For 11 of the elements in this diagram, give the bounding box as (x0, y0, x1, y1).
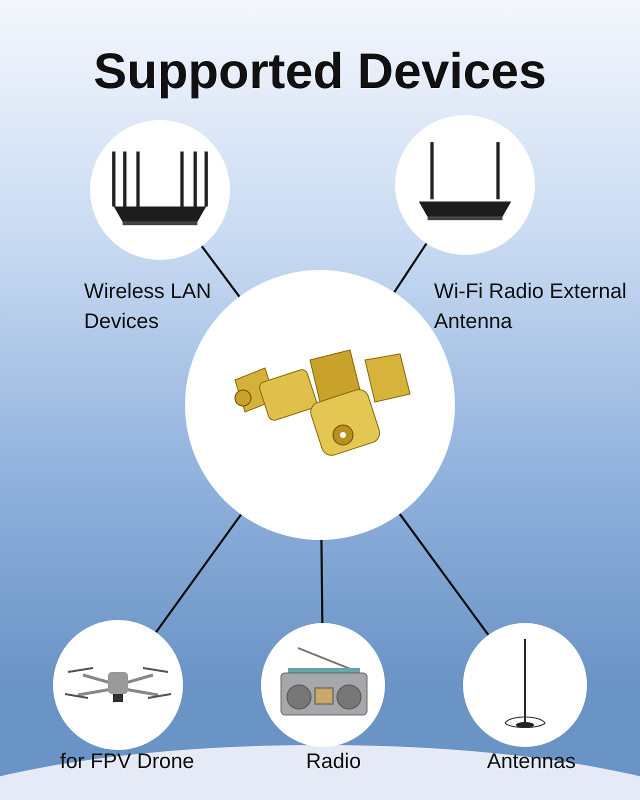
device-label: Wi-Fi Radio External Antenna (434, 279, 628, 335)
connector-line (393, 242, 428, 293)
connector-line (200, 246, 240, 298)
title: Supported Devices (92, 44, 548, 99)
device-label: for FPV Drone (60, 749, 196, 775)
device-label: Radio (306, 749, 362, 775)
device-label: Antennas (487, 749, 577, 775)
connector-line (320, 540, 324, 624)
device-label: Wireless LAN Devices (84, 279, 212, 335)
connector-line (398, 513, 490, 636)
connector-line (155, 514, 242, 633)
